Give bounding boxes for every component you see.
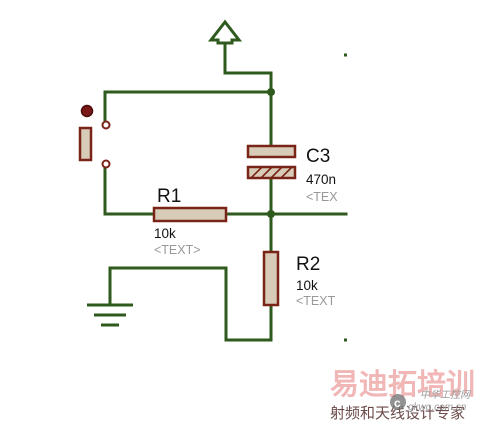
r1-value-label: 10k <box>154 226 176 241</box>
junction-dots <box>267 88 275 218</box>
c3-text-placeholder: <TEX <box>306 190 338 204</box>
switch-contact-bottom <box>101 159 111 169</box>
r2-body[interactable] <box>262 250 280 307</box>
edge-fragment-marks <box>344 53 347 342</box>
switch-plunger[interactable] <box>78 126 93 162</box>
watermark-brand: 易迪拓培训 <box>330 367 475 401</box>
svg-text:c: c <box>394 396 401 410</box>
switch-knob[interactable] <box>80 104 94 118</box>
r2-ref-label: R2 <box>296 254 320 275</box>
watermark: 易迪拓培训 射频和天线设计专家 c 中华工控网 gkwo.com.cn <box>330 367 475 422</box>
r1-text-placeholder: <TEXT> <box>154 243 201 257</box>
r1-ref-label: R1 <box>157 186 181 207</box>
push-button-switch[interactable] <box>78 104 111 169</box>
capacitor-plate-bottom[interactable] <box>246 165 297 180</box>
capacitor-c3[interactable]: C3 470n <TEX <box>246 144 338 204</box>
c3-value-label: 470n <box>306 172 336 187</box>
r2-text-placeholder: <TEXT <box>296 294 336 308</box>
r2-value-label: 10k <box>296 278 318 293</box>
watermark-logo-text: 中华工控网 <box>420 389 472 401</box>
ground-symbol[interactable] <box>87 303 133 327</box>
c3-ref-label: C3 <box>306 146 330 167</box>
resistor-r2[interactable]: R2 10k <TEXT <box>262 250 336 308</box>
capacitor-plate-top[interactable] <box>246 144 297 159</box>
watermark-url: gkwo.com.cn <box>408 402 467 413</box>
power-terminal[interactable] <box>207 19 273 94</box>
switch-contact-top <box>101 120 111 130</box>
watermark-logo-icon: c <box>390 394 406 410</box>
r1-body[interactable] <box>152 206 228 223</box>
watermark-slogan: 射频和天线设计专家 <box>330 404 465 422</box>
resistor-r1[interactable]: R1 10k <TEXT> <box>152 186 228 257</box>
